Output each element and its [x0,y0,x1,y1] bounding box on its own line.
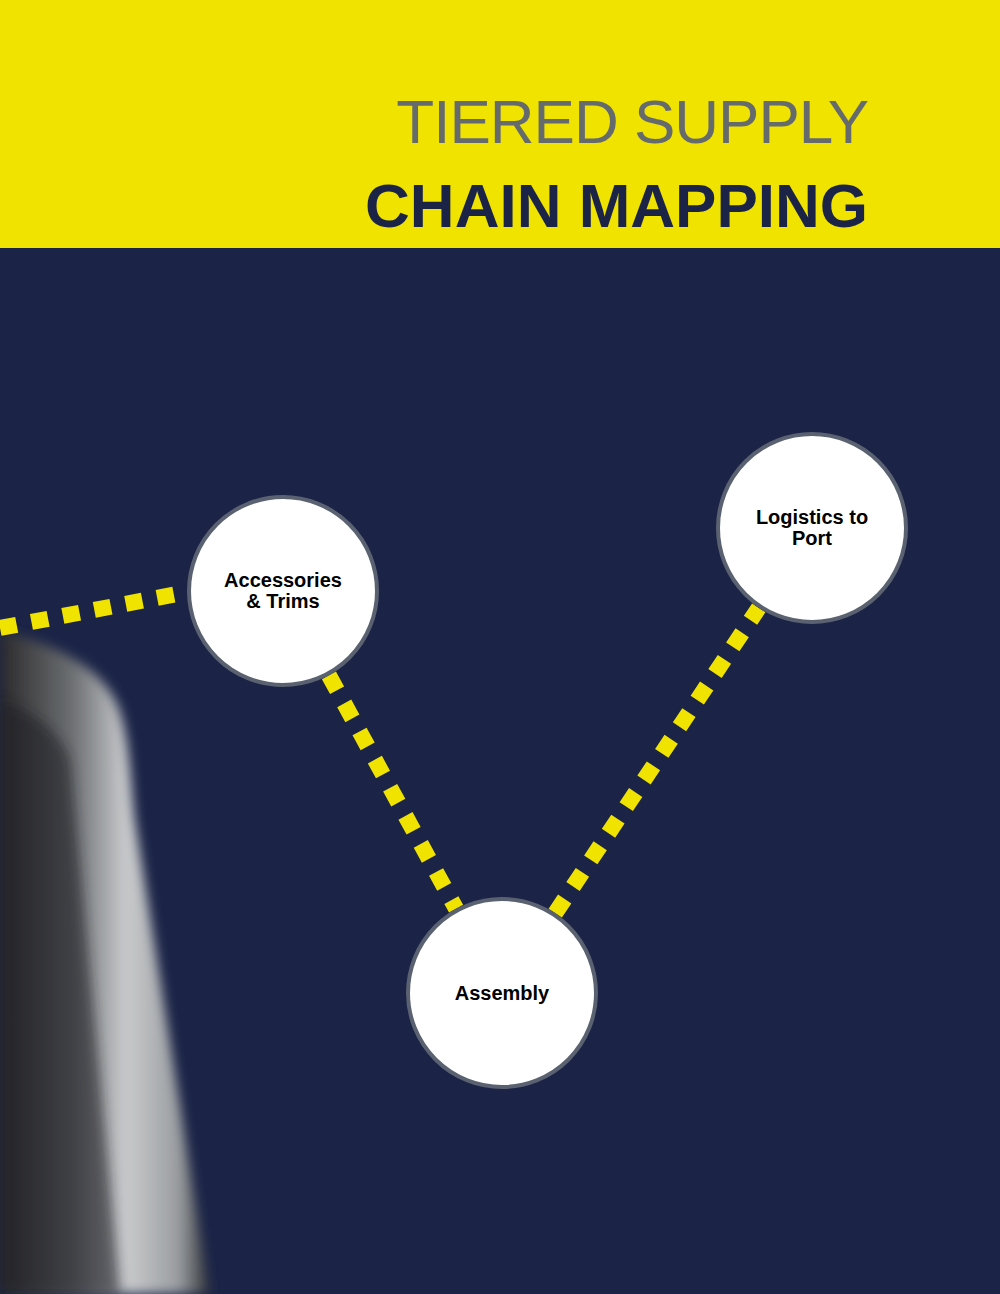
process-circle: Accessories & Trims [187,495,379,687]
process-circle: Logistics to Port [716,432,908,624]
connector-line [329,675,456,908]
blurred-object-shadow [0,700,120,1294]
connector-line [555,608,758,913]
title: TIERED SUPPLY [396,86,868,157]
title-label: CHAIN MAPPING [365,170,868,241]
blurred-object [0,630,210,1294]
process-circle: Assembly [406,897,598,1089]
node-label: Accessories & Trims [217,570,349,612]
node-label: Logistics to Port [746,507,878,549]
node-label: Assembly [455,983,550,1004]
dotted-connector [329,675,456,908]
dotted-connector [555,608,758,913]
dotted-line [0,592,188,628]
